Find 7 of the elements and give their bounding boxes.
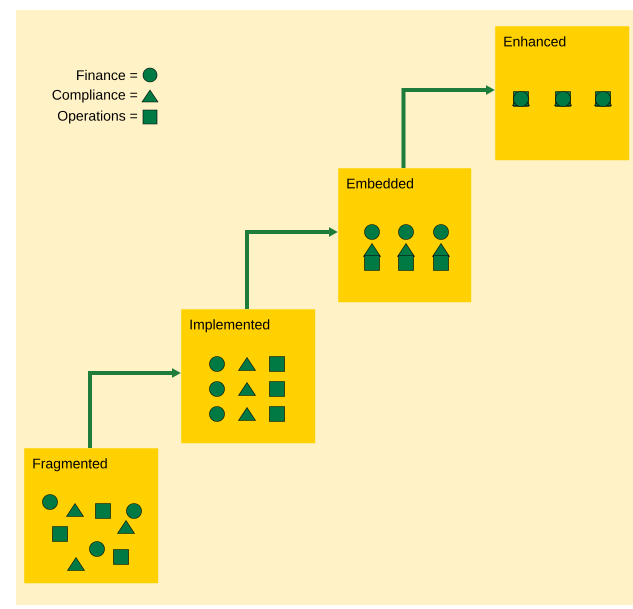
stage-box: Fragmented	[24, 448, 158, 584]
stage-box: Enhanced	[495, 26, 630, 160]
legend-text: Operations =	[58, 110, 138, 124]
legend-text: Finance =	[77, 70, 138, 80]
stage-box: Embedded	[338, 168, 472, 302]
legend-text: Compliance =	[52, 89, 138, 103]
stage-box: Implemented	[181, 309, 316, 444]
